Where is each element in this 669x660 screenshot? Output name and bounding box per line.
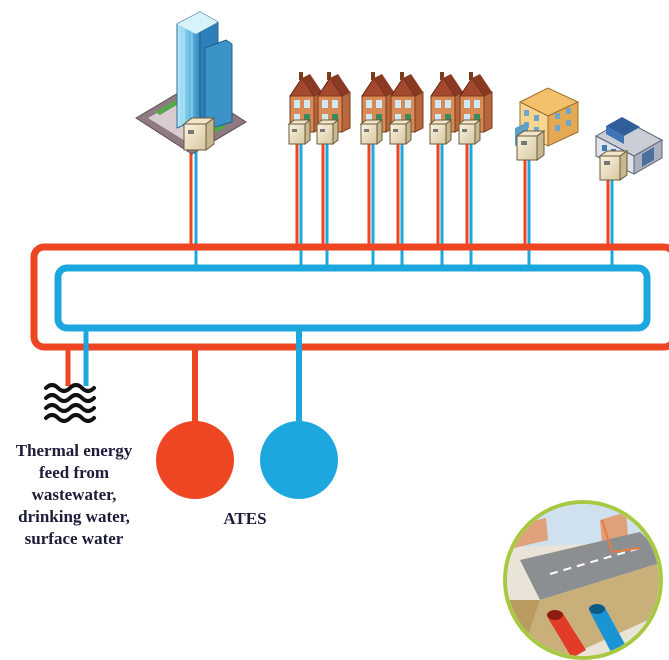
- ates-cold-well: [260, 421, 338, 499]
- row-houses: [287, 72, 493, 146]
- heat-pump-icon: [428, 118, 453, 146]
- water-waves-icon: [44, 383, 96, 423]
- ates-label: ATES: [223, 509, 267, 528]
- cold-loop-pipe: [54, 264, 651, 332]
- heat-pump-icon: [182, 117, 216, 151]
- heat-pump-icon: [359, 118, 384, 146]
- heat-pump-icon: [515, 130, 546, 161]
- heat-pump-icon: [598, 150, 629, 181]
- street-pipes-inset-icon: [503, 500, 663, 660]
- hot-loop-pipe: [30, 243, 669, 351]
- heat-pump-icon: [457, 118, 482, 146]
- heat-pump-icon: [287, 118, 312, 146]
- heat-pump-icon: [315, 118, 340, 146]
- thermal-source-label: Thermal energy feed from wastewater, dri…: [15, 441, 133, 548]
- heat-pump-icon: [388, 118, 413, 146]
- ates-hot-well: [156, 421, 234, 499]
